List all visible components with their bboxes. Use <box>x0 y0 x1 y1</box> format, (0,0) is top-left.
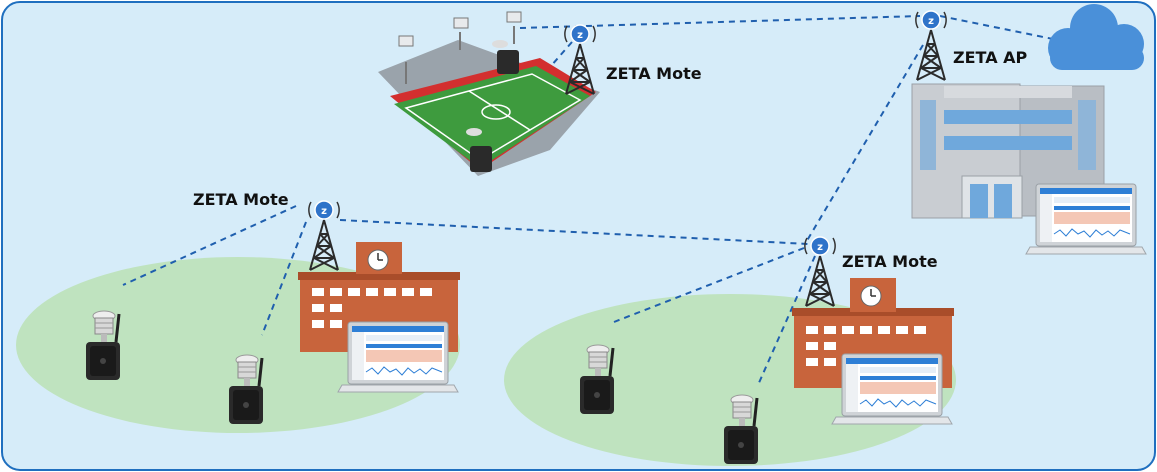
link-ap-to-right-mote <box>804 44 924 245</box>
laptop-dashboard-icon-right <box>831 353 953 425</box>
label-mote-right: ZETA Mote <box>842 252 938 271</box>
link-right-mote-to-sensor-a <box>613 247 805 323</box>
laptop-dashboard-icon-left <box>337 321 459 393</box>
stadium-icon <box>378 11 600 176</box>
link-left-mote-to-sensor-a <box>122 205 297 286</box>
laptop-dashboard-icon-ap <box>1025 183 1147 255</box>
network-links <box>122 15 1059 386</box>
cloud-icon <box>1048 4 1144 70</box>
link-right-mote-to-sensor-b <box>757 255 816 386</box>
label-mote-left: ZETA Mote <box>193 190 289 209</box>
label-mote-stadium: ZETA Mote <box>606 64 702 83</box>
link-left-mote-to-right-mote <box>339 219 809 245</box>
link-left-mote-to-sensor-b <box>261 221 307 336</box>
office-building-icon <box>911 83 1105 219</box>
label-ap: ZETA AP <box>953 48 1028 67</box>
link-stadium-mote-to-ap <box>519 15 921 29</box>
link-ap-to-cloud <box>939 15 1059 41</box>
